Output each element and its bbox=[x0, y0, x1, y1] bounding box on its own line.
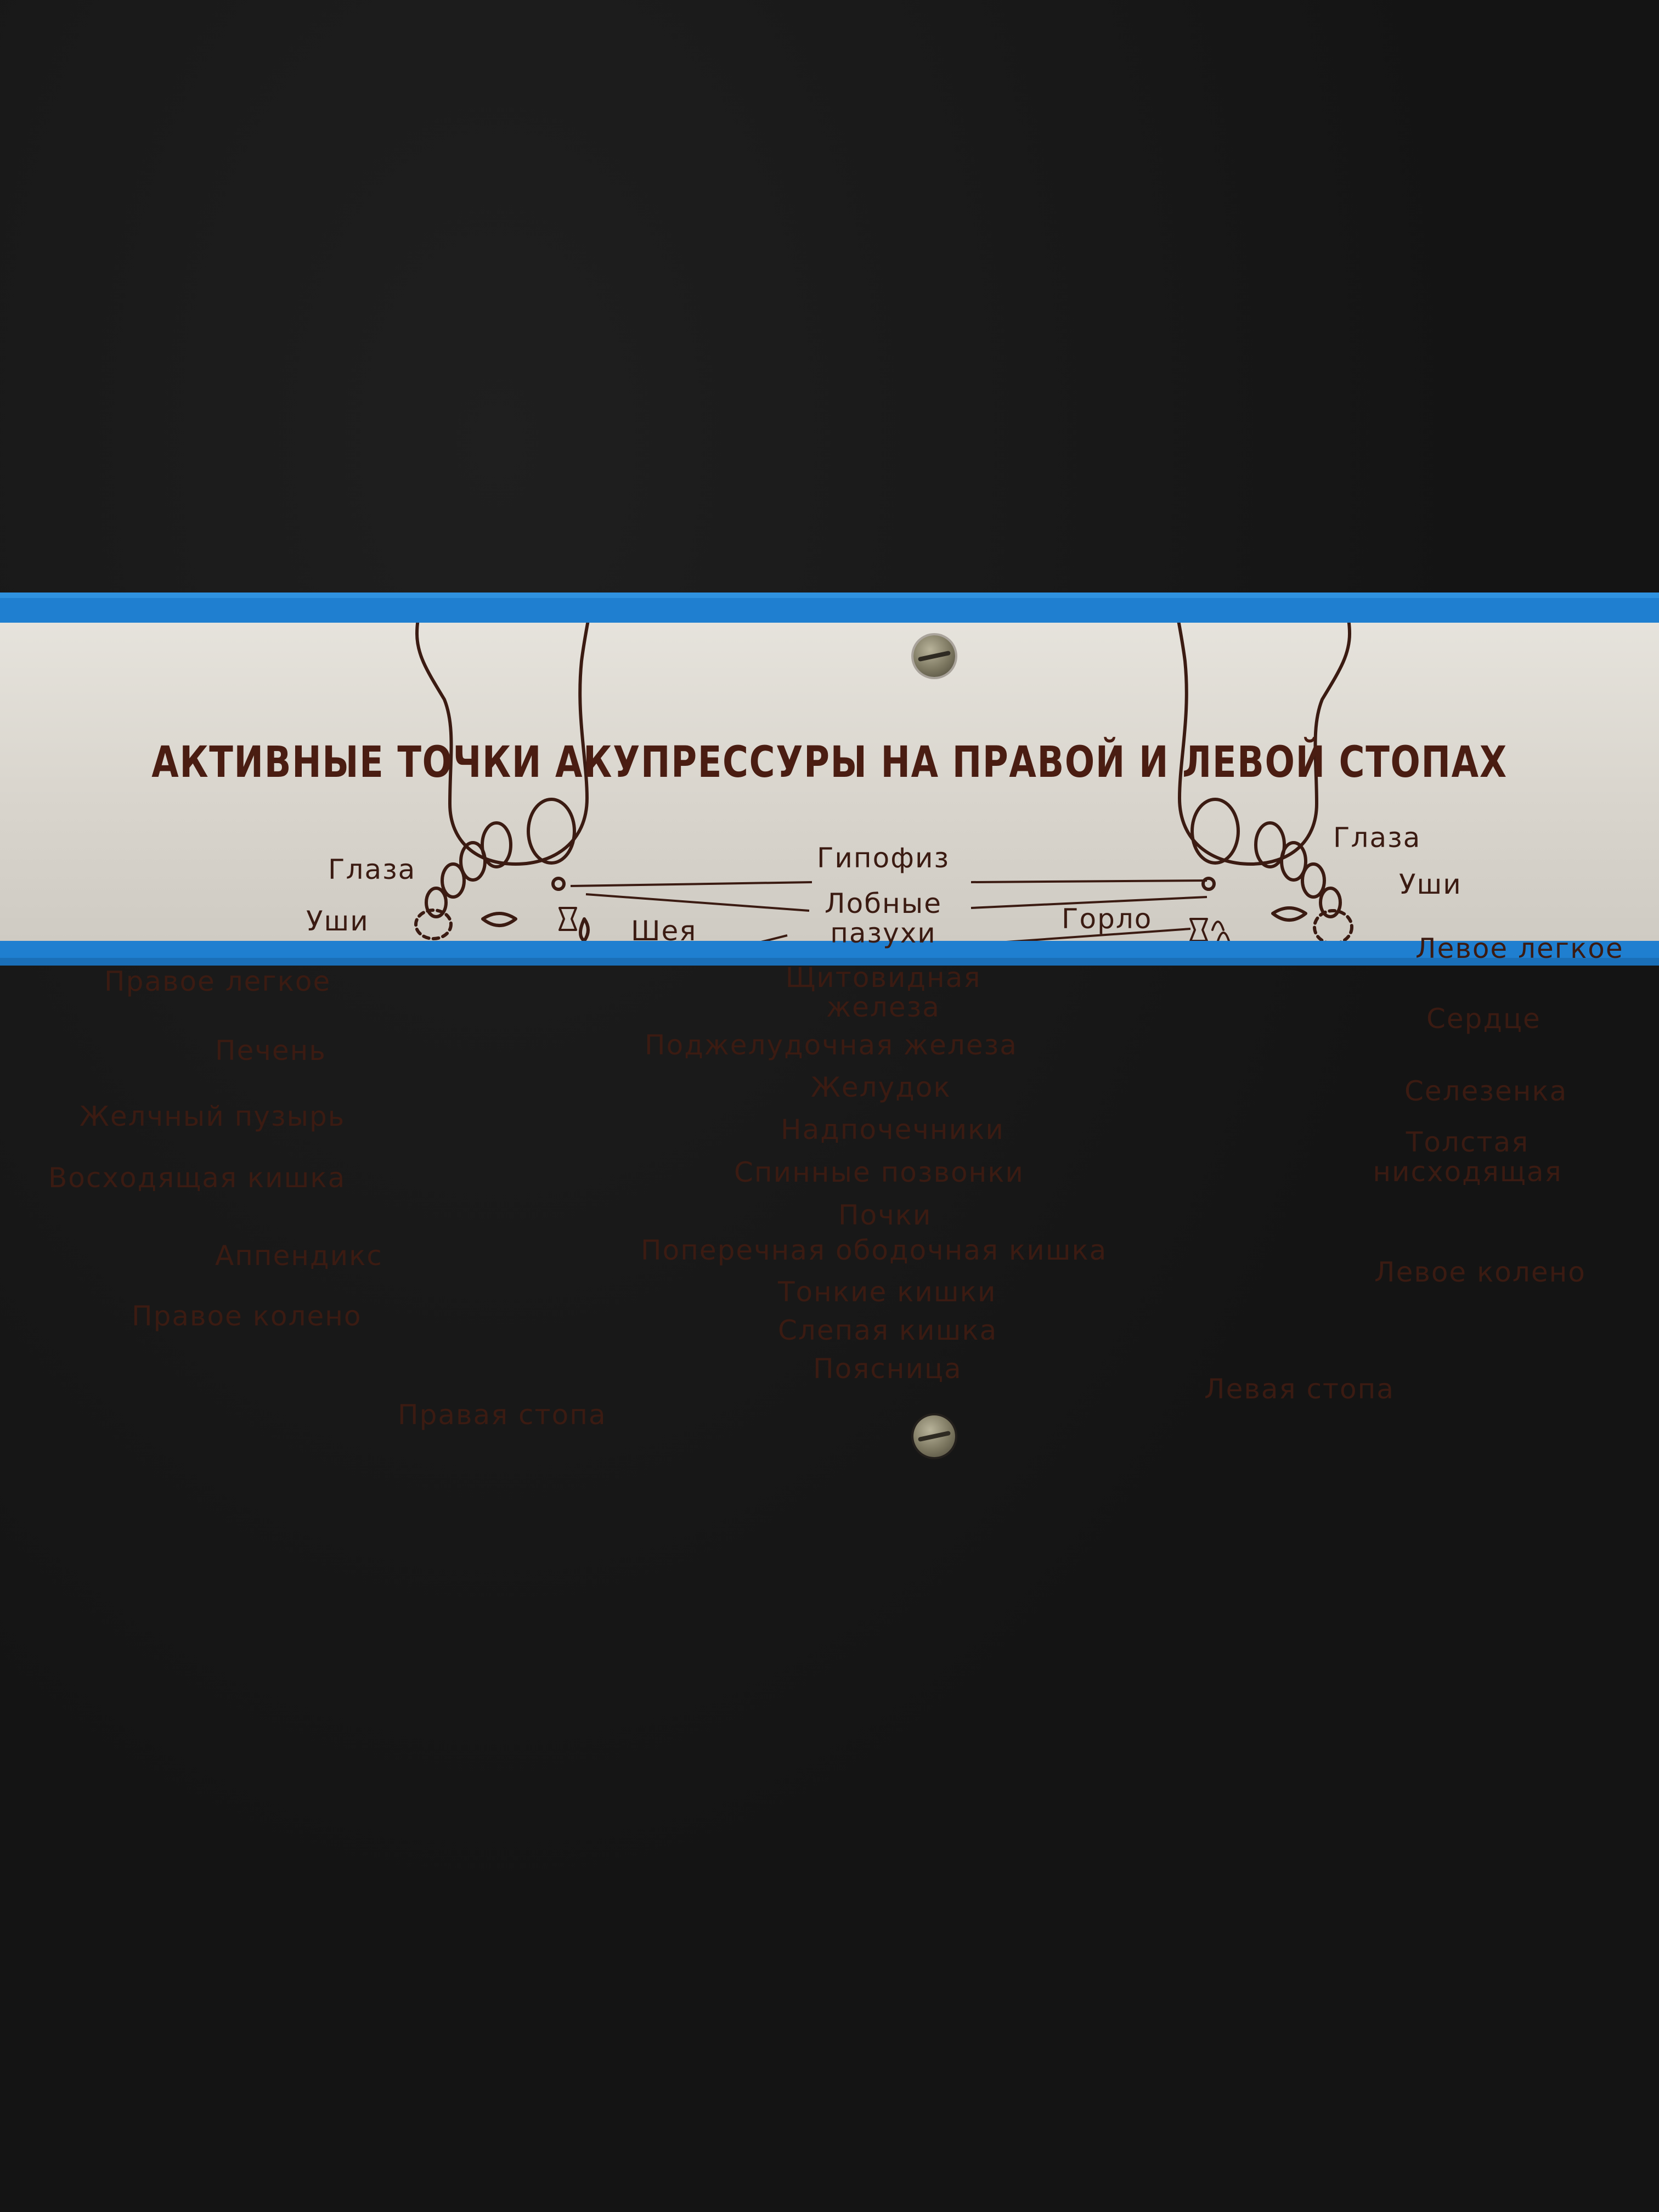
right-toe-3 bbox=[459, 841, 487, 882]
right-toe-1 bbox=[527, 798, 576, 865]
right-toe-5 bbox=[425, 887, 448, 918]
label-liver: Печень bbox=[215, 1035, 326, 1066]
label-left-eyes: Глаза bbox=[1333, 822, 1421, 854]
label-pituitary: Гипофиз bbox=[816, 842, 950, 874]
label-neck: Шея bbox=[631, 915, 697, 947]
label-heart: Сердце bbox=[1426, 1003, 1541, 1035]
left-foot-outline bbox=[1177, 623, 1351, 866]
right-toe-2 bbox=[481, 821, 512, 868]
label-left-lung: Левое легкое bbox=[1415, 933, 1624, 964]
label-ascending-colon: Восходящая кишка bbox=[48, 1162, 346, 1194]
label-spleen: Селезенка bbox=[1404, 1075, 1568, 1107]
label-right-knee: Правое колено bbox=[132, 1300, 362, 1332]
label-small-intestine: Тонкие кишки bbox=[778, 1276, 997, 1308]
label-right-lung: Правое легкое bbox=[104, 966, 331, 997]
label-pancreas: Поджелудочная железа bbox=[645, 1029, 1018, 1061]
label-appendix: Аппендикс bbox=[215, 1240, 383, 1272]
label-stomach: Желудок bbox=[811, 1071, 951, 1103]
label-cecum: Слепая кишка bbox=[778, 1314, 998, 1346]
bottom-screw bbox=[913, 1415, 955, 1457]
diagram-title: АКТИВНЫЕ ТОЧКИ АКУПРЕССУРЫ НА ПРАВОЙ И Л… bbox=[151, 738, 1508, 787]
label-adrenals: Надпочечники bbox=[781, 1114, 1005, 1146]
label-lower-back: Поясница bbox=[813, 1353, 962, 1385]
label-right-ears: Уши bbox=[306, 905, 369, 937]
label-right-eyes: Глаза bbox=[328, 854, 416, 885]
caption-left-foot: Левая стопа bbox=[1204, 1373, 1395, 1405]
label-thyroid: Щитовидная железа bbox=[785, 962, 981, 1023]
label-sinuses: Лобные пазухи bbox=[825, 888, 942, 949]
label-left-ears: Уши bbox=[1399, 868, 1462, 900]
label-transverse-colon: Поперечная ободочная кишка bbox=[641, 1234, 1108, 1266]
foot-diagram bbox=[414, 623, 1353, 941]
label-spine: Спинные позвонки bbox=[734, 1156, 1024, 1188]
label-kidneys: Почки bbox=[838, 1199, 932, 1231]
label-descending-colon: Толстая нисходящая bbox=[1373, 1126, 1562, 1188]
metal-plate bbox=[0, 623, 1659, 941]
caption-right-foot: Правая стопа bbox=[398, 1399, 607, 1431]
right-toe-4 bbox=[441, 862, 466, 899]
right-foot-outline bbox=[415, 623, 590, 866]
label-gallbladder: Желчный пузырь bbox=[80, 1101, 346, 1132]
label-left-knee: Левое колено bbox=[1374, 1256, 1586, 1288]
top-screw bbox=[913, 635, 955, 677]
label-throat: Горло bbox=[1062, 903, 1153, 935]
